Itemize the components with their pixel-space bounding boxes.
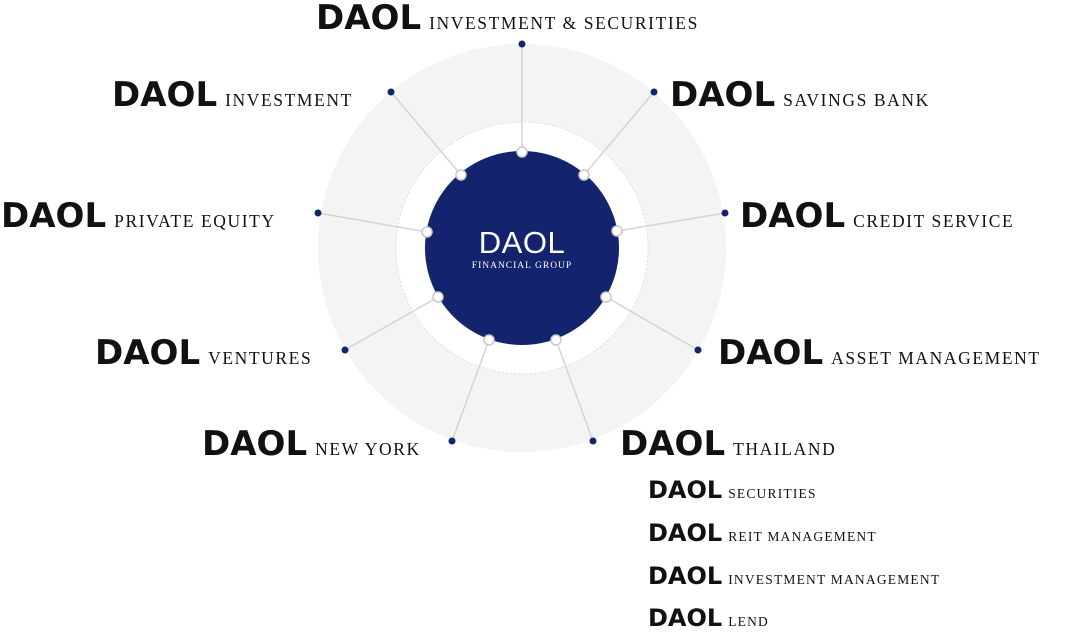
inner-node-credit-service [611,225,623,237]
inner-nodes [421,146,623,346]
company-suffix: CREDIT SERVICE [853,211,1015,231]
label-savings-bank[interactable]: DAOL SAVINGS BANK [670,78,930,112]
brand-name: DAOL [740,196,846,236]
label-asset-management[interactable]: DAOL ASSET MANAGEMENT [718,336,1041,370]
connector-investment [390,91,462,176]
label-ventures[interactable]: DAOL VENTURES [95,336,312,370]
center-subtitle: FINANCIAL GROUP [471,261,573,271]
company-suffix: ASSET MANAGEMENT [831,348,1041,368]
center-circle [425,151,619,345]
outer-dots [314,40,729,445]
brand-name: DAOL [316,0,422,38]
inner-node-savings-bank [578,169,590,181]
company-suffix: INVESTMENT & SECURITIES [429,13,699,33]
connector-private-equity [317,212,428,233]
outer-dot-new-york [448,437,456,445]
company-suffix: NEW YORK [315,439,421,459]
company-suffix: INVESTMENT MANAGEMENT [728,572,941,587]
outer-dot-asset-management [694,346,702,354]
company-suffix: INVESTMENT [225,90,353,110]
label-thailand[interactable]: DAOL THAILAND [620,427,836,461]
brand-name: DAOL [670,75,776,115]
connector-asset-management [605,296,699,351]
label-credit-service[interactable]: DAOL CREDIT SERVICE [740,199,1014,233]
company-suffix: PRIVATE EQUITY [114,211,276,231]
brand-name: DAOL [620,424,726,464]
outer-dot-credit-service [721,209,729,217]
brand-name: DAOL [95,333,201,373]
center-brand: DAOL [478,225,566,260]
connector-lines [317,44,726,442]
connector-credit-service [616,212,726,232]
brand-name: DAOL [202,424,308,464]
outer-dot-investment-securities [518,40,526,48]
inner-node-new-york [483,334,495,346]
connector-savings-bank [583,91,655,176]
brand-name: DAOL [648,604,723,632]
brand-name: DAOL [648,562,723,590]
label-thailand-reit-management[interactable]: DAOL REIT MANAGEMENT [648,521,877,545]
outer-dot-investment [387,88,395,96]
label-investment[interactable]: DAOL INVESTMENT [112,78,353,112]
connector-ventures [344,296,439,351]
brand-name: DAOL [648,476,723,504]
brand-name: DAOL [112,75,218,115]
outer-dot-ventures [341,346,349,354]
company-suffix: VENTURES [208,348,313,368]
brand-name: DAOL [1,196,107,236]
label-new-york[interactable]: DAOL NEW YORK [202,427,421,461]
connector-new-york [451,339,490,442]
inner-node-thailand [550,334,562,346]
inner-node-investment-securities [516,146,528,158]
company-suffix: LEND [728,614,769,629]
outer-dot-thailand [589,437,597,445]
inner-node-asset-management [600,291,612,303]
label-investment-securities[interactable]: DAOL INVESTMENT & SECURITIES [316,1,699,35]
label-thailand-securities[interactable]: DAOL SECURITIES [648,478,817,502]
connector-thailand [555,339,594,442]
inner-node-private-equity [421,226,433,238]
outer-dot-private-equity [314,209,322,217]
inner-node-ventures [432,291,444,303]
company-suffix: SAVINGS BANK [783,90,930,110]
company-suffix: THAILAND [733,439,837,459]
label-thailand-investment-management[interactable]: DAOL INVESTMENT MANAGEMENT [648,564,940,588]
label-private-equity[interactable]: DAOL PRIVATE EQUITY [1,199,276,233]
outer-dot-savings-bank [650,88,658,96]
center-logo: DAOL FINANCIAL GROUP [422,227,622,271]
company-suffix: REIT MANAGEMENT [728,529,877,544]
company-suffix: SECURITIES [728,486,817,501]
brand-name: DAOL [648,519,723,547]
label-thailand-lend[interactable]: DAOL LEND [648,606,769,630]
brand-name: DAOL [718,333,824,373]
inner-node-investment [455,169,467,181]
